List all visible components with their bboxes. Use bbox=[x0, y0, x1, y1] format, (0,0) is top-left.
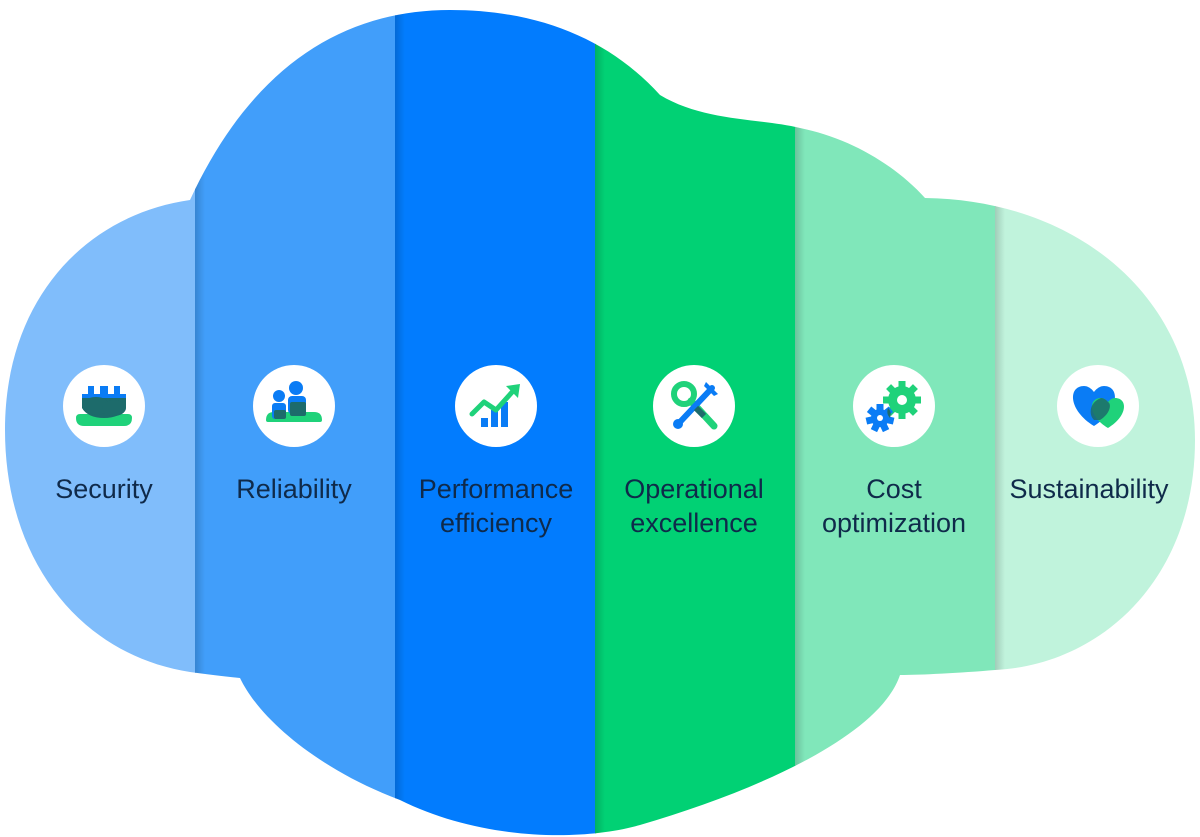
hearts-icon bbox=[1073, 386, 1125, 428]
pillar-label-operational-excellence-line-2: excellence bbox=[630, 508, 758, 538]
band-seam bbox=[995, 10, 1005, 836]
pillar-security: Security bbox=[55, 365, 153, 504]
pillar-label-operational-excellence-line-1: Operational bbox=[624, 474, 764, 504]
pillar-sustainability: Sustainability bbox=[1009, 365, 1169, 504]
pillar-label-security: Security bbox=[55, 474, 153, 504]
pillar-label-cost-optimization-line-2: optimization bbox=[822, 508, 966, 538]
pillar-performance-efficiency: Performance efficiency bbox=[419, 365, 574, 538]
band-seam bbox=[195, 10, 205, 836]
pillar-label-performance-efficiency-line-1: Performance bbox=[419, 474, 574, 504]
icon-badge bbox=[455, 365, 537, 447]
pillar-reliability: Reliability bbox=[236, 365, 352, 504]
pillar-label-reliability: Reliability bbox=[236, 474, 352, 504]
pillar-operational-excellence: Operational excellence bbox=[624, 365, 764, 538]
castle-icon bbox=[76, 386, 132, 426]
pillar-group: Security Reliability Performance efficiency… bbox=[55, 365, 1169, 538]
pillar-cost-optimization: Cost optimization bbox=[822, 365, 966, 538]
people-icon bbox=[266, 381, 322, 422]
trend-chart-icon bbox=[469, 384, 520, 427]
pillar-label-sustainability: Sustainability bbox=[1009, 474, 1169, 504]
band-seam bbox=[795, 10, 805, 836]
tools-icon bbox=[671, 381, 718, 430]
band-seams bbox=[195, 10, 1005, 836]
pillar-label-performance-efficiency-line-2: efficiency bbox=[440, 508, 553, 538]
gears-icon bbox=[865, 381, 921, 433]
band-seam bbox=[595, 10, 605, 836]
band-seam bbox=[395, 10, 405, 836]
pillar-label-cost-optimization-line-1: Cost bbox=[866, 474, 922, 504]
